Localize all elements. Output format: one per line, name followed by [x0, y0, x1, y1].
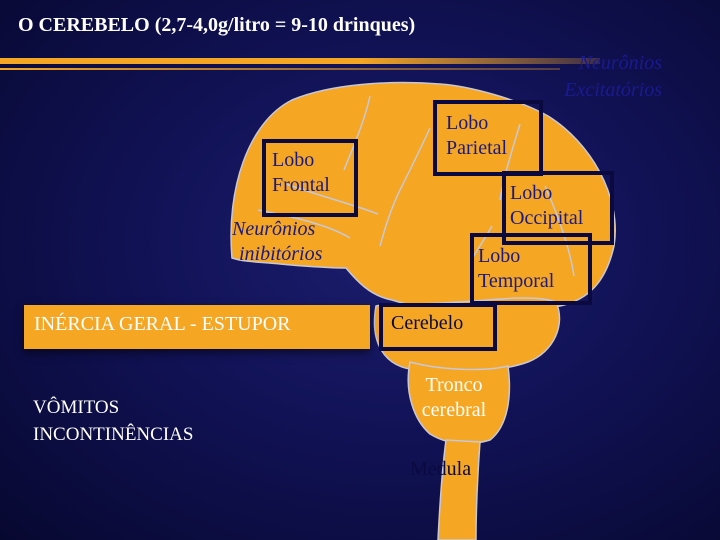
occipital-line-1: Lobo: [510, 182, 553, 204]
brainstem-line-1: Tronco: [425, 374, 483, 396]
inhibitory-line-1: Neurônios: [232, 218, 316, 240]
temporal-lobe-label: Lobo Temporal: [478, 244, 554, 294]
vomit-line: VÔMITOS: [33, 397, 120, 418]
excitatory-neurons-label: Neurônios Excitatórios: [564, 50, 662, 104]
temporal-lobe-box: [470, 233, 592, 305]
inertia-label: INÉRCIA GERAL - ESTUPOR: [34, 313, 291, 335]
brainstem-label: Tronco cerebral: [414, 373, 494, 423]
incontinence-line: INCONTINÊNCIAS: [33, 424, 194, 445]
occipital-lobe-label: Lobo Occipital: [510, 181, 583, 231]
frontal-lobe-label: Lobo Frontal: [272, 148, 330, 198]
slide-title: O CEREBELO (2,7-4,0g/litro = 9-10 drinqu…: [18, 14, 416, 36]
frontal-lobe-box: [262, 139, 358, 217]
spinal-cord-shape: [437, 439, 481, 540]
brainstem-shape: [407, 361, 511, 445]
occipital-line-2: Occipital: [510, 207, 584, 229]
excitatory-line-1: Neurônios: [578, 52, 662, 74]
cerebellum-box: [379, 303, 497, 351]
title-underline-thin: [0, 68, 560, 70]
brainstem-line-2: cerebral: [421, 399, 487, 421]
frontal-line-1: Lobo: [272, 149, 315, 171]
parietal-line-1: Lobo: [446, 112, 489, 134]
occipital-lobe-box: [502, 171, 614, 245]
medulla-label: Medula: [410, 458, 472, 480]
inertia-banner: [24, 305, 370, 349]
parietal-lobe-box: [433, 100, 543, 176]
parietal-lobe-label: Lobo Parietal: [446, 111, 507, 161]
frontal-line-2: Frontal: [272, 174, 330, 196]
inhibitory-line-2: inibitórios: [239, 243, 323, 265]
cerebellum-label: Cerebelo: [391, 312, 464, 334]
excitatory-line-2: Excitatórios: [564, 79, 662, 101]
title-underline-thick: [0, 58, 600, 64]
vomit-incontinence-label: VÔMITOS INCONTINÊNCIAS: [33, 394, 193, 448]
temporal-line-1: Lobo: [478, 245, 521, 267]
temporal-line-2: Temporal: [478, 270, 555, 292]
inhibitory-neurons-label: Neurônios inibitórios: [232, 217, 322, 267]
parietal-line-2: Parietal: [446, 137, 508, 159]
